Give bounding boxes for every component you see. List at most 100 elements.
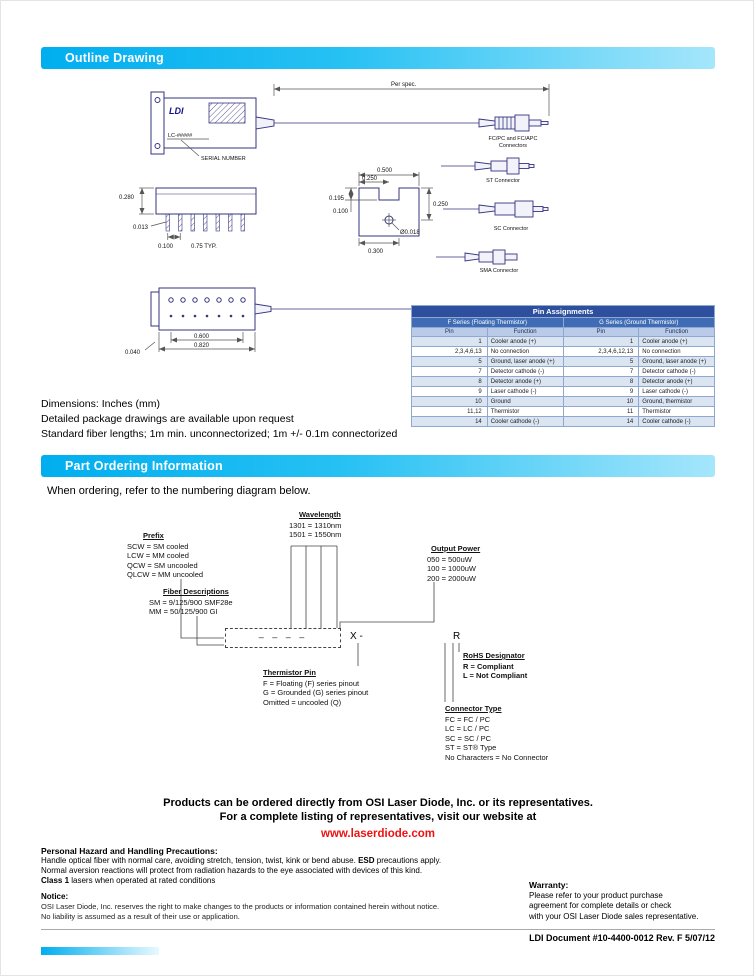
hazard-text: Handle optical fiber with normal care, a… (41, 856, 359, 865)
ordering-code-r: R (453, 631, 461, 642)
hazard-text: lasers when operated at rated conditions (69, 876, 216, 885)
dim-end-width: 0.500 (377, 168, 393, 174)
ordering-option: Omitted = uncooled (Q) (263, 697, 342, 707)
function-cell: Detector anode (+) (486, 376, 564, 387)
class1-emphasis: Class 1 (41, 876, 70, 885)
function-cell: Detector anode (+) (638, 376, 715, 387)
pin-table-title: Pin Assignments (411, 305, 715, 318)
function-cell: No connection (486, 346, 564, 357)
function-cell: Cooler cathode (-) (486, 416, 564, 427)
dim-end-side: 0.250 (433, 202, 449, 208)
ordering-option: QLCW = MM uncooled (127, 570, 204, 579)
pin-cell: 14 (411, 416, 488, 427)
outline-drawing-heading: Outline Drawing (41, 47, 715, 69)
dim-body-height: 0.280 (119, 195, 135, 201)
sc-connector-label: SC Connector (494, 226, 529, 232)
function-cell: Cooler anode (+) (486, 336, 564, 347)
sma-connector-label: SMA Connector (480, 268, 519, 274)
serial-number-label: SERIAL NUMBER (201, 156, 246, 162)
dim-hole-span: 0.600 (194, 334, 210, 340)
hazard-text: precautions apply. (374, 856, 442, 865)
pin-cell: 2,3,4,6,13 (411, 346, 488, 357)
pin-cell: 11,12 (411, 406, 488, 417)
warranty-line: Please refer to your product purchase (529, 890, 663, 900)
ordering-option: SM = 9/125/900 SMF28e (149, 597, 233, 607)
ordering-group-title: RoHS Designator (463, 651, 525, 660)
notice-line: OSI Laser Diode, Inc. reserves the right… (41, 902, 440, 911)
pin-cell: 14 (562, 416, 640, 427)
function-cell: Thermistor (638, 406, 715, 417)
ordering-option: No Characters = No Connector (445, 752, 549, 762)
ordering-diagram-lines (180, 545, 460, 702)
fc-connector-label-1: FC/PC and FC/APC (489, 136, 538, 142)
st-connector-label: ST Connector (486, 178, 520, 184)
outline-drawings-svg: LDI LC-##### SERIAL NUMBER Per spec. (119, 82, 550, 356)
ordering-option: 1301 = 1310nm (289, 520, 342, 530)
ordering-group-title: Wavelength (299, 510, 341, 519)
fc-connector-label-2: Connectors (499, 143, 527, 149)
representatives-line: For a complete listing of representative… (219, 811, 537, 823)
ordering-option: 050 = 500uW (427, 554, 472, 564)
notice-line: No liability is assumed as a result of t… (41, 912, 240, 921)
outline-note-line: Detailed package drawings are available … (41, 413, 294, 425)
function-cell: No connection (638, 346, 715, 357)
dim-end-half: 0.250 (362, 176, 378, 182)
pin-cell: 8 (562, 376, 640, 387)
ordering-group-fiber: Fiber Descriptions SM = 9/125/900 SMF28e… (149, 587, 233, 617)
function-cell: Laser cathode (-) (486, 386, 564, 397)
website-link[interactable]: www.laserdiode.com (321, 828, 435, 840)
ordering-option: 200 = 2000uW (427, 573, 476, 583)
dim-end-bottom: 0.300 (368, 249, 384, 255)
ordering-option: QCW = SM uncooled (127, 560, 198, 570)
warranty-section: Warranty: Please refer to your product p… (529, 880, 719, 922)
function-cell: Laser cathode (-) (638, 386, 715, 397)
dim-hole-dia: Ø0.018 (400, 230, 420, 236)
warranty-title: Warranty: (529, 880, 569, 890)
function-cell: Ground, thermistor (638, 396, 715, 407)
function-column-header: Function (486, 327, 564, 337)
pin-cell: 11 (562, 406, 640, 417)
pin-cell: 10 (411, 396, 488, 407)
ordering-option: SC = SC / PC (445, 733, 492, 743)
front-view-drawing: 0.280 0.013 0.100 0.75 TYP. (119, 187, 257, 250)
bottom-accent-strip (41, 947, 159, 955)
pin-cell: 9 (562, 386, 640, 397)
footer-divider (41, 929, 715, 930)
pin-cell: 10 (562, 396, 640, 407)
fc-connector-drawing (478, 118, 496, 128)
pin-table-group-g: G Series (Ground Thermistor) (562, 317, 715, 328)
dim-pitch-typ: 0.75 TYP. (191, 244, 217, 250)
function-cell: Thermistor (486, 406, 564, 417)
pin-cell: 5 (562, 356, 640, 367)
hazard-section: Personal Hazard and Handling Precautions… (41, 846, 523, 922)
ordering-group-title: Prefix (143, 531, 164, 540)
pin-column-header: Pin (562, 327, 640, 337)
dim-notch-b: 0.100 (333, 209, 349, 215)
outline-notes: Dimensions: Inches (mm) Detailed package … (41, 397, 397, 442)
ordering-option: G = Grounded (G) series pinout (263, 688, 369, 697)
pin-cell: 2,3,4,6,12,13 (562, 346, 640, 357)
pin-cell: 9 (411, 386, 488, 397)
warranty-line: agreement for complete details or check (529, 901, 672, 910)
esd-emphasis: ESD (358, 856, 375, 865)
hazard-line-3: Class 1 lasers when operated at rated co… (41, 876, 523, 886)
order-directly-line: Products can be ordered directly from OS… (163, 797, 593, 809)
function-column-header: Function (638, 327, 715, 337)
outline-note-line: Dimensions: Inches (mm) (41, 398, 161, 410)
ordering-option: ST = ST® Type (445, 743, 497, 752)
ordering-option: MM = 50/125/900 GI (149, 607, 218, 616)
ordering-group-title: Output Power (431, 544, 481, 553)
ordering-group-title: Fiber Descriptions (163, 587, 229, 596)
